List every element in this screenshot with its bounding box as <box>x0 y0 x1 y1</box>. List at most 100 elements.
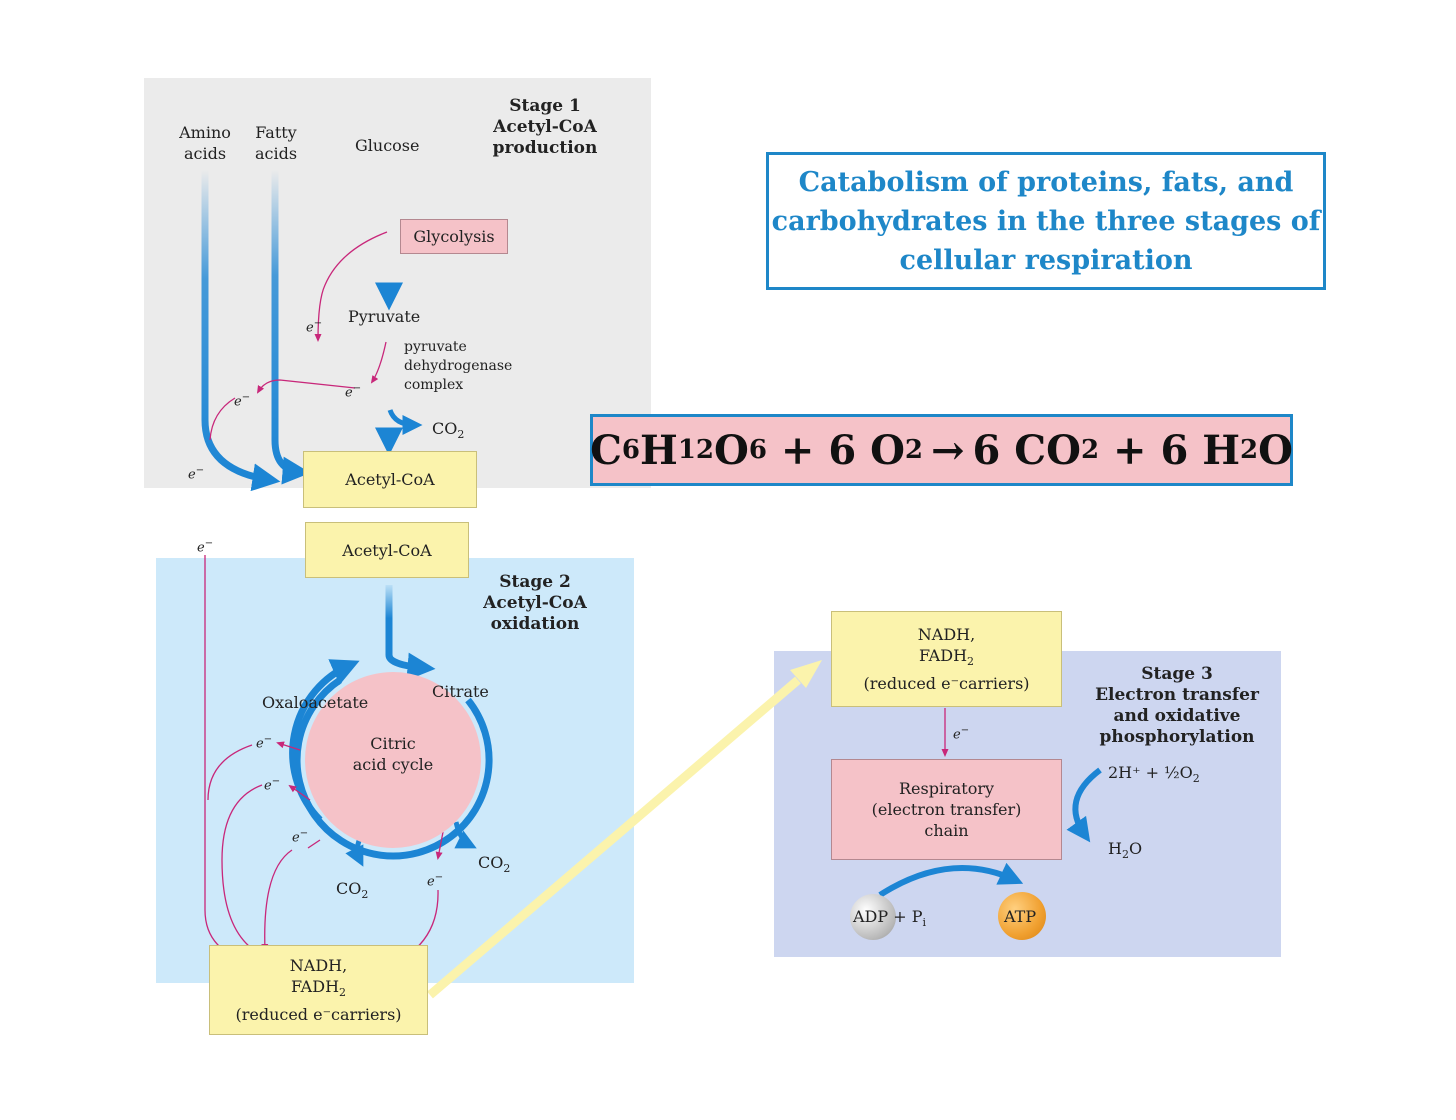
stage2-subtitle-2: oxidation <box>490 614 580 634</box>
acetyl-coa-label-stage1: Acetyl-CoA <box>345 470 435 489</box>
adp-to-atp-flow <box>878 862 1024 898</box>
glycolysis-box: Glycolysis <box>400 219 508 254</box>
carriers-label-stage2: (reduced e⁻carriers) <box>235 1004 402 1024</box>
eq-h2o-end: O <box>1258 426 1293 474</box>
stage2-title: Stage 2 <box>499 572 571 592</box>
adp-text: ADP + P <box>853 907 923 926</box>
citric-acid-cycle <box>305 672 481 848</box>
fatty-acids-label: Fatty acids <box>246 122 306 164</box>
eq-arrow: → <box>931 426 965 474</box>
o2-sub: 2 <box>1192 772 1200 786</box>
carrier-transfer-arrowhead <box>790 660 822 688</box>
eq-h: H <box>640 426 678 474</box>
cycle-line-1: Citric <box>370 734 416 753</box>
oxaloacetate-label: Oxaloacetate <box>262 693 369 712</box>
oxygen-to-water-flow <box>1066 767 1102 843</box>
fatty-line-2: acids <box>254 144 298 163</box>
acetyl-coa-box-stage2: Acetyl-CoA <box>305 522 469 578</box>
co2-release-right <box>453 821 477 849</box>
title-line-2: carbohydrates in the three stages of <box>771 205 1321 237</box>
electron-path-6 <box>435 831 444 860</box>
stage2-subtitle-1: Acetyl-CoA <box>483 593 587 613</box>
acetyl-coa-label-stage2: Acetyl-CoA <box>342 540 432 560</box>
eq-o-sub: 6 <box>748 435 767 465</box>
eq-plus-h2o: + 6 H <box>1113 426 1240 474</box>
electron-label-s2-5: e− <box>427 872 444 890</box>
pdh-line-2: dehydrogenase <box>404 358 513 374</box>
cycle-line-2: acid cycle <box>352 755 434 774</box>
fadh-label-stage2: FADH2 <box>290 977 347 1000</box>
amino-line-1: Amino <box>179 123 231 142</box>
pyruvate-label: Pyruvate <box>348 307 421 326</box>
electron-path-pdh <box>370 341 387 384</box>
title-line-1: Catabolism of proteins, fats, and <box>798 166 1294 198</box>
stage1-co2-text: CO <box>432 419 458 438</box>
electron-label-s2-2: e− <box>256 734 273 752</box>
co2-right-sub: 2 <box>503 862 511 876</box>
stage2-co2-left: CO2 <box>336 878 368 905</box>
electron-path-merge <box>256 379 356 394</box>
glycolysis-label: Glycolysis <box>413 227 495 246</box>
adp-label: ADP + Pi <box>853 906 926 933</box>
nadh-label-stage2: NADH, <box>289 956 348 976</box>
citrate-label: Citrate <box>432 682 489 701</box>
carrier-transfer-arrow <box>427 676 801 999</box>
stage2-co2-right: CO2 <box>478 852 510 879</box>
eq-o2-sub: 2 <box>904 435 924 465</box>
acetyl-to-cycle-flow <box>385 585 436 681</box>
citric-cycle-ring-left <box>289 659 360 823</box>
co2-right-text: CO <box>478 853 504 872</box>
electron-label-s2-4: e− <box>292 828 309 846</box>
reduced-carriers-box-stage2: NADH, FADH2 (reduced e⁻carriers) <box>209 945 428 1035</box>
electron-path-4 <box>307 839 321 849</box>
pdh-complex-label: pyruvate dehydrogenase complex <box>404 338 512 395</box>
chain-line-1: Respiratory <box>898 779 995 798</box>
stage1-subtitle-2: production <box>492 138 598 158</box>
stage1-subtitle-1: Acetyl-CoA <box>493 117 597 137</box>
electron-path-long <box>204 555 264 968</box>
amino-line-2: acids <box>183 144 227 163</box>
chain-line-3: chain <box>924 821 969 840</box>
electron-path-glycolysis <box>314 231 388 342</box>
eq-co2-sub: 2 <box>1080 435 1100 465</box>
atp-sphere <box>998 892 1046 940</box>
electron-path-1 <box>207 744 253 801</box>
nadh-label-stage3: NADH, <box>917 625 976 645</box>
electron-label-s2-1: e− <box>197 538 214 556</box>
h-plus-text: 2H⁺ + ½O <box>1108 763 1193 782</box>
electron-path-5 <box>261 849 293 952</box>
glucose-label: Glucose <box>355 136 420 155</box>
electron-label-s1-2: e− <box>345 383 362 401</box>
amino-acids-label: Amino acids <box>172 122 238 164</box>
water-label: H2O <box>1108 838 1142 865</box>
electron-label-s3: e− <box>953 725 970 743</box>
water-h: H <box>1108 839 1122 858</box>
stage3-subtitle-3: phosphorylation <box>1099 727 1255 747</box>
stage3-title: Stage 3 <box>1141 664 1213 684</box>
electron-label-s1-3: e− <box>234 392 251 410</box>
electron-path-2 <box>288 784 311 801</box>
water-o: O <box>1128 839 1143 858</box>
fatty-line-1: Fatty <box>255 123 297 142</box>
citric-acid-cycle-label: Citric acid cycle <box>333 733 453 775</box>
citric-cycle-ring <box>293 677 493 860</box>
acetyl-coa-box-stage1: Acetyl-CoA <box>303 451 477 508</box>
title-line-3: cellular respiration <box>899 244 1193 276</box>
chain-line-2: (electron transfer) <box>871 800 1022 819</box>
electron-label-s1-1: e− <box>306 318 323 336</box>
electron-path-oxaloacetate <box>276 741 301 751</box>
respiratory-chain-box: Respiratory (electron transfer) chain <box>831 759 1062 860</box>
eq-o: O <box>714 426 749 474</box>
stage1-title: Stage 1 <box>509 96 581 116</box>
reduced-carriers-box-stage3: NADH, FADH2 (reduced e⁻carriers) <box>831 611 1062 707</box>
co2-release-flow <box>387 409 423 435</box>
eq-c-sub: 6 <box>621 435 641 465</box>
water-sub: 2 <box>1121 848 1129 862</box>
atp-label: ATP <box>1004 907 1037 926</box>
stage1-label: Stage 1 Acetyl-CoA production <box>470 96 620 159</box>
fadh-label-stage3: FADH2 <box>918 646 975 669</box>
eq-plus-o2: + 6 O <box>780 426 905 474</box>
diagram-title: Catabolism of proteins, fats, and carboh… <box>766 152 1326 290</box>
hydrogen-oxygen-label: 2H⁺ + ½O2 <box>1108 762 1200 789</box>
